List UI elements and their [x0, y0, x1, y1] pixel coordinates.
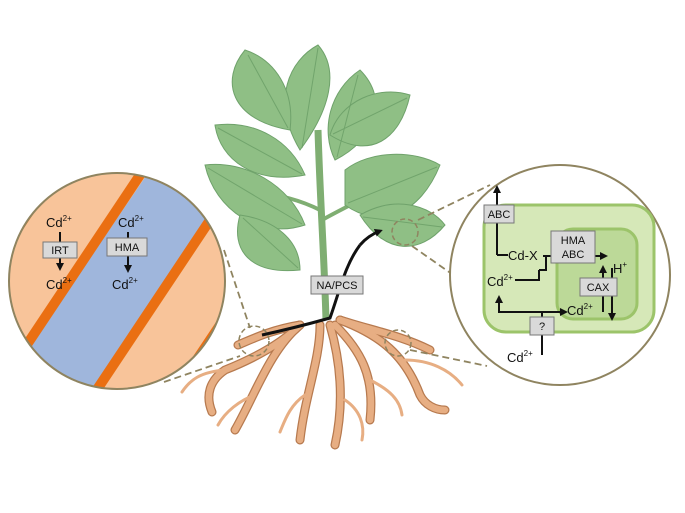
- hma-abc-label-line1: HMA: [561, 235, 586, 247]
- plant-illustration: NA/PCS: [180, 44, 464, 450]
- cd-ion-outside: Cd2+: [507, 349, 533, 365]
- xylem-transport-arrow: [358, 229, 383, 246]
- cd-ion-hma-bottom: Cd2+: [112, 276, 138, 292]
- plant-stem: [314, 129, 330, 321]
- cd-x-label: Cd-X: [508, 248, 538, 263]
- na-pcs-box: NA/PCS: [310, 275, 364, 295]
- root-zoom-origin-left: [238, 325, 270, 357]
- plant-leaves: [204, 44, 446, 272]
- cd-ion-cytosol: Cd2+: [487, 273, 513, 289]
- hma-abc-box: [550, 230, 596, 264]
- cd-ion-irt-bottom: Cd2+: [46, 276, 72, 292]
- unknown-transporter-box: [529, 316, 555, 336]
- cd-ion-vacuole: Cd2+: [567, 302, 593, 318]
- unknown-transporter-label: ?: [539, 321, 545, 333]
- root-zoom-origin-right: [384, 329, 412, 357]
- hma-transporter-box: [106, 237, 148, 257]
- cax-label: CAX: [587, 282, 610, 294]
- plant-roots: [180, 315, 464, 450]
- hma-abc-label-line2: ABC: [562, 249, 585, 261]
- abc-top-box: [483, 204, 515, 224]
- magnification-connectors: [163, 184, 491, 383]
- na-pcs-label: NA/PCS: [317, 280, 358, 292]
- hma-label: HMA: [115, 242, 140, 254]
- cax-box: [579, 277, 618, 297]
- abc-top-label: ABC: [488, 209, 511, 221]
- leaf-cell-zoom-circle: ABC Cd-X HMA ABC Cd2+ H+ CAX Cd2+ ?: [449, 164, 671, 386]
- cd-ion-irt-top: Cd2+: [46, 214, 72, 230]
- irt-transporter-box: [42, 241, 78, 259]
- xylem-transport-line: [261, 244, 362, 337]
- irt-label: IRT: [51, 245, 69, 257]
- proton-label: H+: [613, 260, 627, 276]
- cd-ion-hma-top: Cd2+: [118, 214, 144, 230]
- leaf-zoom-origin: [391, 218, 419, 246]
